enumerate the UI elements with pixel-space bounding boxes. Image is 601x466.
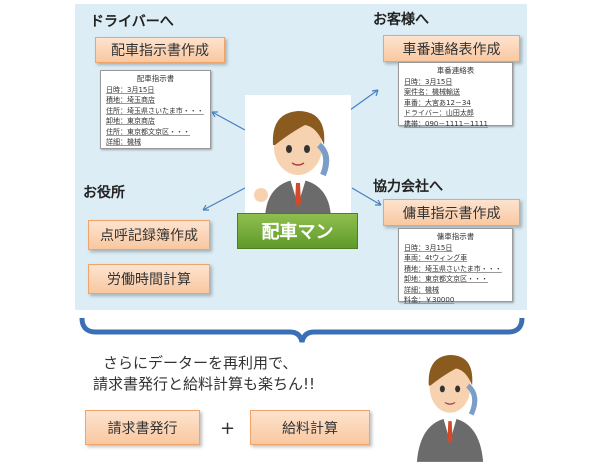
dispatch-order-button[interactable]: 配車指示書作成 <box>95 37 225 63</box>
doc-line: 料金：￥30000 <box>404 296 455 304</box>
doc-line: 車番：大宮あ12－34 <box>404 98 471 107</box>
person-phone-icon <box>416 354 484 462</box>
arrow-to-partner <box>351 187 382 206</box>
doc-line: 積地：埼玉県さいたま市・・・ <box>404 264 502 273</box>
charter-order-button[interactable]: 傭車指示書作成 <box>383 199 520 226</box>
heading-customer: お客様へ <box>373 12 429 28</box>
doc-line: 卸地：東京都文京区・・・ <box>404 275 488 283</box>
doc-line: 案件名：機械輸送 <box>404 88 460 96</box>
arrow-to-customer <box>349 89 379 111</box>
doc-line: 日時：3月15日 <box>404 243 453 252</box>
doc-line: 詳細：機械 <box>404 285 439 294</box>
message-line-1: さらにデーターを再利用で、 <box>103 354 298 372</box>
doc-line: 卸地：東京商店 <box>106 117 155 125</box>
doc-line: 積地：埼玉商店 <box>106 96 155 104</box>
worktime-calc-button[interactable]: 労働時間計算 <box>88 264 210 294</box>
dispatcher-label: 配車マン <box>237 213 358 249</box>
doc-line: 車両：4tウィング車 <box>404 254 468 262</box>
doc-line: ドライバー：山田太郎 <box>404 109 474 117</box>
heading-government: お役所 <box>83 185 125 201</box>
doc-line: 携帯：090－1111－1111 <box>404 119 488 128</box>
charter-order-doc: 傭車指示書 日時：3月15日 車両：4tウィング車 積地：埼玉県さいたま市・・・… <box>398 228 513 304</box>
heading-partner: 協力会社へ <box>373 179 443 195</box>
brace-icon <box>79 317 525 343</box>
vehicle-notice-button[interactable]: 車番連絡表作成 <box>383 35 520 62</box>
doc-line: 詳細：機械 <box>106 138 141 146</box>
vehicle-notice-doc: 車番連絡表 日時：3月15日 案件名：機械輸送 車番：大宮あ12－34 ドライバ… <box>398 62 513 128</box>
payroll-button[interactable]: 給料計算 <box>250 410 370 445</box>
heading-driver: ドライバーへ <box>90 14 174 30</box>
dispatcher-small-illustration <box>405 343 495 462</box>
plus-sign: + <box>220 418 236 439</box>
person-phone-icon <box>254 111 331 217</box>
dispatcher-illustration <box>245 95 351 217</box>
arrow-to-government <box>202 187 246 211</box>
doc-line: 住所：埼玉県さいたま市・・・ <box>106 106 204 115</box>
arrow-to-driver <box>211 111 246 131</box>
doc-title: 傭車指示書 <box>436 232 475 241</box>
message-line-2: 請求書発行と給料計算も楽ちん!! <box>93 375 316 393</box>
rollcall-log-button[interactable]: 点呼記録簿作成 <box>88 220 210 250</box>
dispatch-order-doc: 配車指示書 日時：3月15日 積地：埼玉商店 住所：埼玉県さいたま市・・・ 卸地… <box>100 70 211 149</box>
doc-line: 日時：3月15日 <box>106 85 155 94</box>
doc-line: 住所：東京都文京区・・・ <box>106 127 190 136</box>
doc-title: 配車指示書 <box>136 74 175 83</box>
doc-line: 日時：3月15日 <box>404 77 453 86</box>
doc-title: 車番連絡表 <box>436 66 475 75</box>
invoice-button[interactable]: 請求書発行 <box>85 410 200 445</box>
